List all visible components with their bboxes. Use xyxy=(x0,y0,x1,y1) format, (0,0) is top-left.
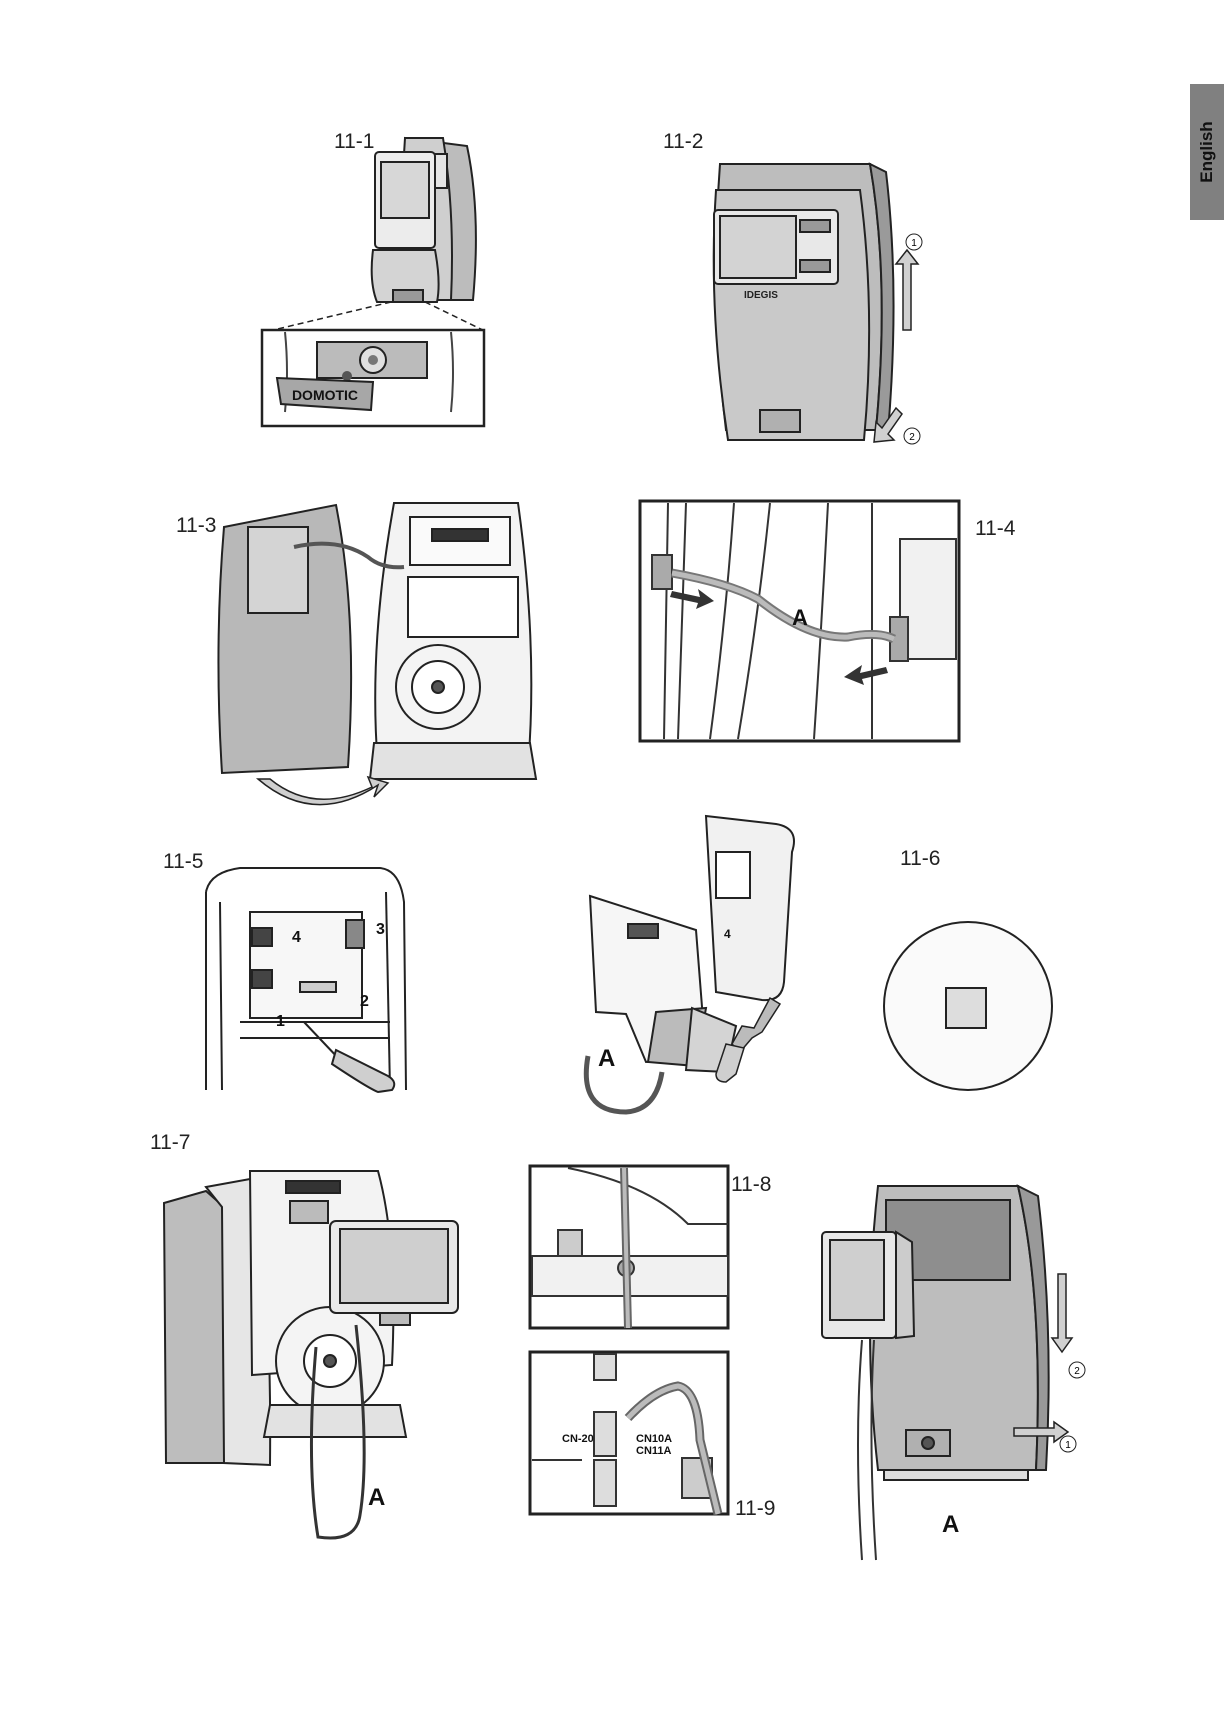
step-number-4: 4 xyxy=(724,927,731,941)
figure-11-8-label: 11-8 xyxy=(731,1173,771,1197)
figure-11-2-illustration: IDEGIS 1 2 xyxy=(700,160,940,450)
figure-11-9-illustration: CN-20 CN10A CN11A xyxy=(528,1350,730,1516)
connector-cn11a-label: CN11A xyxy=(636,1445,672,1457)
step-1-marker: 1 xyxy=(911,238,917,249)
figure-11-8-illustration xyxy=(528,1164,730,1330)
figure-11-7-illustration: A xyxy=(160,1165,464,1537)
callout-a: A xyxy=(598,1045,615,1072)
figure-11-5-label: 11-5 xyxy=(163,850,203,874)
figure-11-3-label: 11-3 xyxy=(176,514,216,538)
step-1-marker: 1 xyxy=(1065,1440,1071,1451)
step-number-4: 4 xyxy=(292,929,301,946)
step-number-1: 1 xyxy=(276,1013,285,1030)
figure-final-mounting-illustration: 2 1 A xyxy=(818,1180,1090,1560)
language-tab: English xyxy=(1190,84,1224,220)
figure-11-3-illustration xyxy=(218,497,548,819)
connector-cn10a-label: CN10A xyxy=(636,1433,672,1445)
step-2-marker: 2 xyxy=(1074,1366,1080,1377)
connector-cn20-label: CN-20 xyxy=(562,1433,594,1445)
figure-11-9-label: 11-9 xyxy=(735,1497,775,1521)
callout-a: A xyxy=(368,1484,385,1511)
figure-11-5-illustration: 1 2 3 4 xyxy=(200,862,416,1092)
svg-text:IDEGIS: IDEGIS xyxy=(744,290,778,301)
step-number-3: 3 xyxy=(376,921,385,938)
figure-11-7-label: 11-7 xyxy=(150,1131,190,1155)
step-number-2: 2 xyxy=(360,993,369,1010)
domotic-callout: DOMOTIC xyxy=(292,387,358,403)
step-2-marker: 2 xyxy=(909,432,915,443)
figure-11-2-label: 11-2 xyxy=(663,130,703,154)
figure-11-4-label: 11-4 xyxy=(975,517,1015,541)
language-tab-label: English xyxy=(1190,84,1224,220)
callout-a: A xyxy=(792,605,808,630)
figure-11-1-illustration: DOMOTIC xyxy=(255,132,495,428)
figure-11-4-illustration: A xyxy=(638,499,961,743)
figure-11-6-illustration: A 4 xyxy=(566,812,1054,1118)
callout-a: A xyxy=(942,1511,959,1538)
